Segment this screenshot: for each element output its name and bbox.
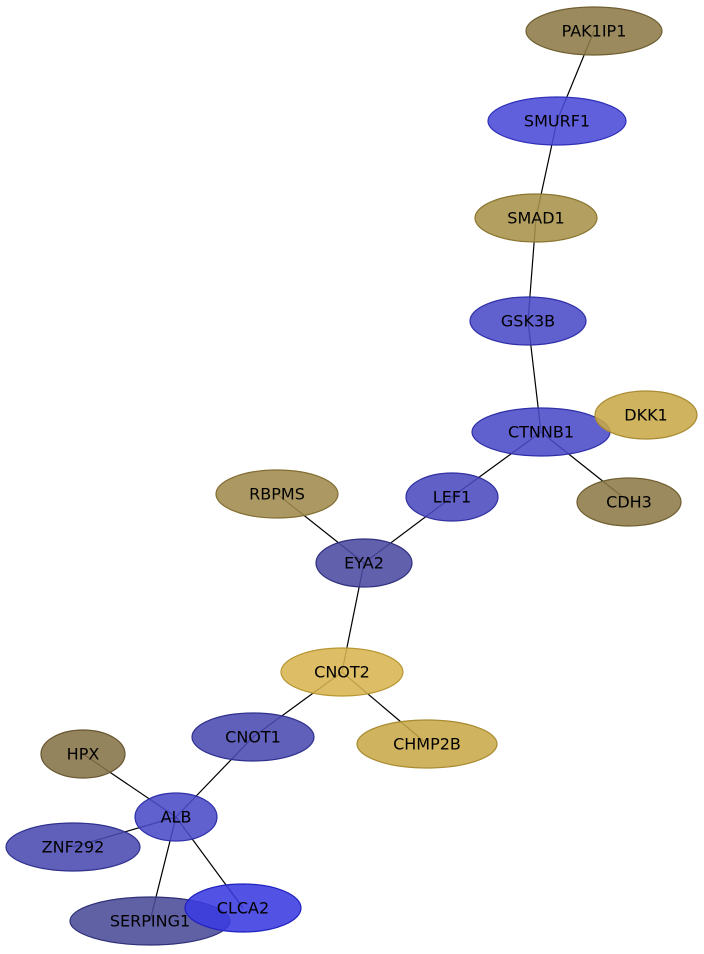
node-label: CHMP2B [393, 735, 461, 754]
node-ellipse [191, 712, 315, 762]
node-label: CNOT1 [225, 728, 281, 747]
node-label: ALB [161, 808, 192, 827]
node-label: HPX [67, 745, 100, 764]
node-chmp2b[interactable]: CHMP2B [356, 719, 498, 769]
node-label: CDH3 [606, 493, 652, 512]
node-ellipse [576, 477, 682, 527]
node-label: RBPMS [249, 485, 305, 504]
node-dkk1[interactable]: DKK1 [594, 390, 698, 440]
node-ellipse [215, 469, 339, 519]
node-ellipse [40, 729, 126, 779]
node-label: GSK3B [501, 312, 555, 331]
node-ellipse [280, 647, 404, 697]
node-ellipse [5, 822, 141, 872]
node-ellipse [184, 883, 302, 933]
node-ellipse [405, 472, 499, 522]
node-label: CTNNB1 [508, 423, 574, 442]
node-cnot2[interactable]: CNOT2 [280, 647, 404, 697]
node-label: CNOT2 [314, 663, 370, 682]
node-ellipse [315, 538, 413, 588]
node-ellipse [487, 96, 627, 146]
node-ellipse [356, 719, 498, 769]
node-hpx[interactable]: HPX [40, 729, 126, 779]
node-lef1[interactable]: LEF1 [405, 472, 499, 522]
node-label: DKK1 [624, 406, 667, 425]
node-cdh3[interactable]: CDH3 [576, 477, 682, 527]
node-label: EYA2 [344, 554, 384, 573]
node-ellipse [594, 390, 698, 440]
node-eya2[interactable]: EYA2 [315, 538, 413, 588]
node-label: SERPING1 [110, 912, 190, 931]
node-ellipse [474, 193, 598, 243]
node-smad1[interactable]: SMAD1 [474, 193, 598, 243]
node-label: LEF1 [433, 488, 471, 507]
node-label: SMURF1 [524, 112, 590, 131]
node-alb[interactable]: ALB [134, 792, 218, 842]
node-label: SMAD1 [507, 209, 564, 228]
node-pak1ip1[interactable]: PAK1IP1 [525, 6, 663, 56]
node-ellipse [525, 6, 663, 56]
node-clca2[interactable]: CLCA2 [184, 883, 302, 933]
node-label: PAK1IP1 [562, 22, 627, 41]
node-ctnnb1[interactable]: CTNNB1 [471, 407, 611, 457]
node-ellipse [469, 296, 587, 346]
node-label: CLCA2 [217, 899, 269, 918]
node-ellipse [134, 792, 218, 842]
node-rbpms[interactable]: RBPMS [215, 469, 339, 519]
node-label: ZNF292 [42, 838, 105, 857]
node-cnot1[interactable]: CNOT1 [191, 712, 315, 762]
node-gsk3b[interactable]: GSK3B [469, 296, 587, 346]
node-znf292[interactable]: ZNF292 [5, 822, 141, 872]
node-smurf1[interactable]: SMURF1 [487, 96, 627, 146]
